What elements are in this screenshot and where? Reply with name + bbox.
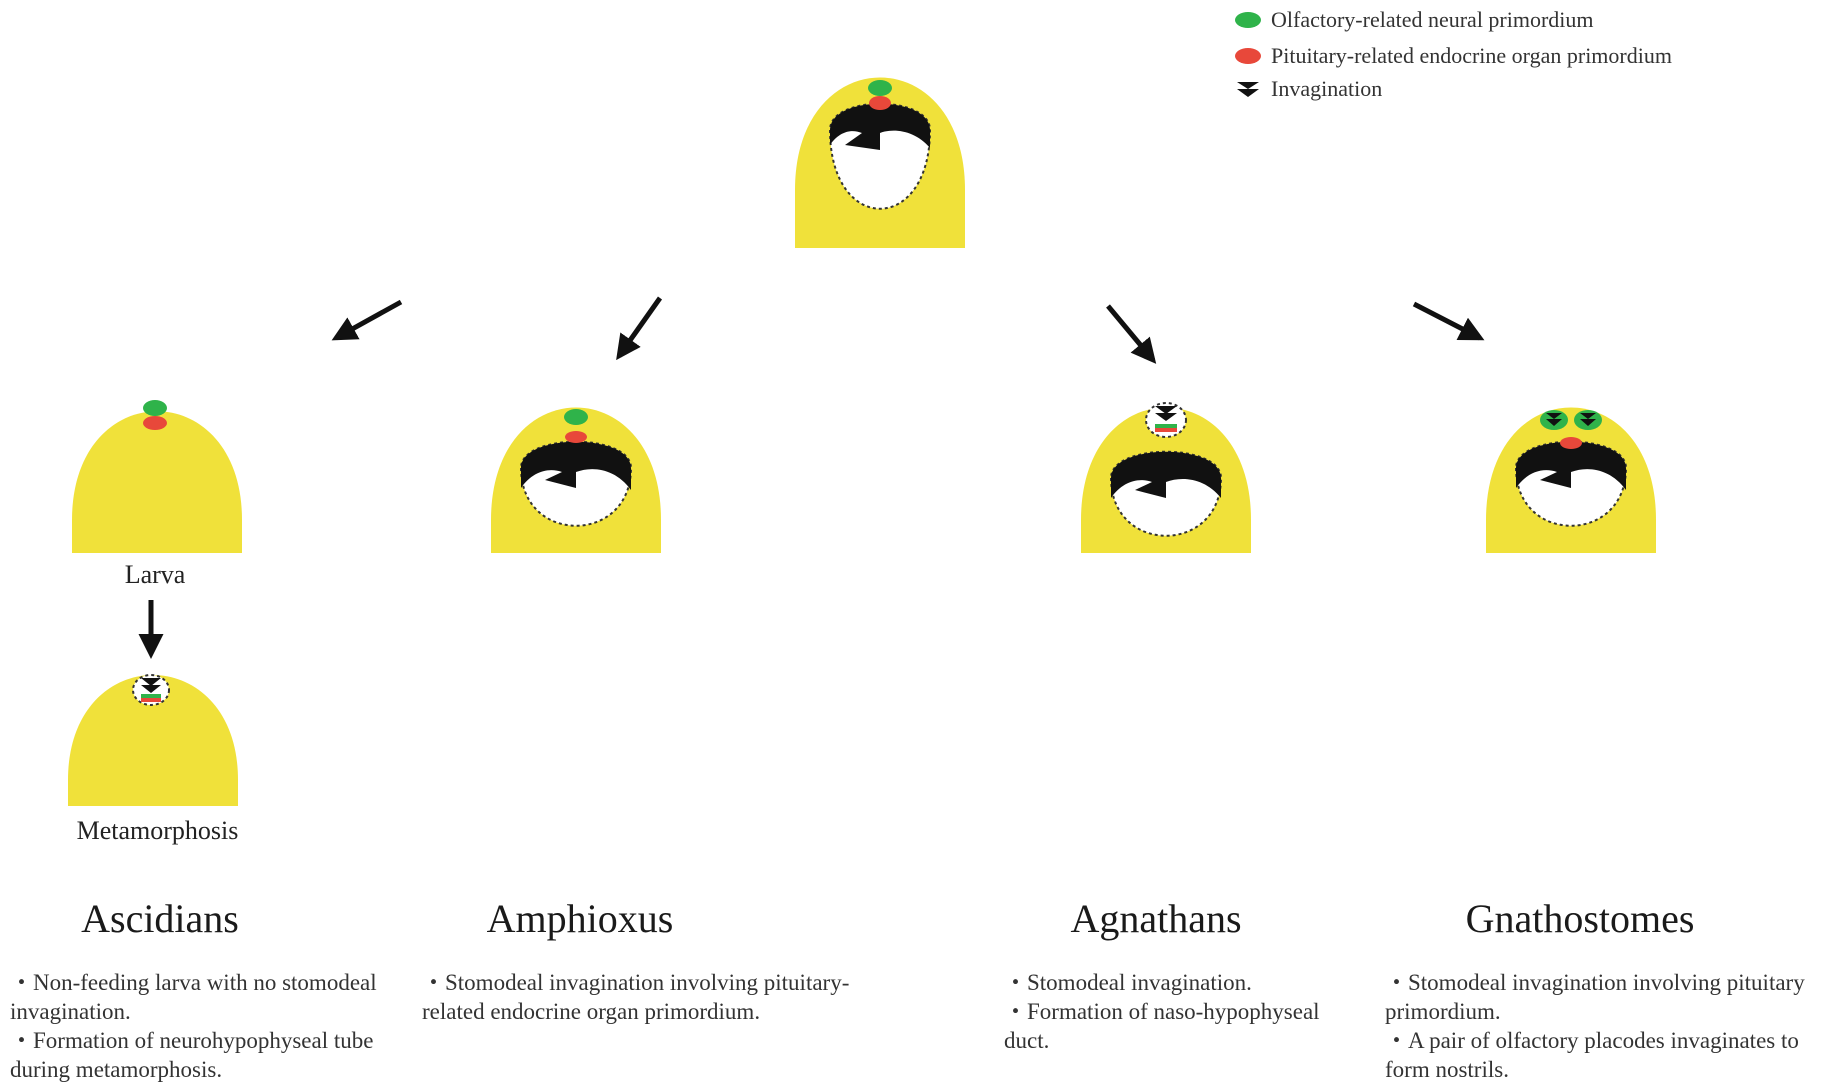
desc-point: ・Formation of neurohypophyseal tube duri…	[10, 1026, 420, 1084]
group-title-agnathans: Agnathans	[1036, 895, 1276, 942]
pituitary-primordium	[869, 96, 891, 110]
ascidian-metamorphosis-head	[68, 675, 238, 806]
desc-gnathostomes: ・Stomodeal invagination involving pituit…	[1385, 968, 1815, 1084]
gnathostome-head	[1486, 408, 1656, 554]
olfactory-primordium	[564, 409, 588, 425]
amphioxus-head	[491, 408, 661, 554]
group-title-gnathostomes: Gnathostomes	[1430, 895, 1730, 942]
legend-invagination-icon	[1237, 82, 1259, 97]
desc-point: ・Formation of naso-hypophyseal duct.	[1004, 997, 1359, 1055]
arrow-to-ascidians	[336, 302, 401, 338]
desc-ascidians: ・Non-feeding larva with no stomodeal inv…	[10, 968, 420, 1084]
legend-pituitary-swatch	[1235, 48, 1261, 64]
head-shape	[72, 411, 242, 553]
larva-caption: Larva	[100, 560, 210, 590]
arrow-to-agnathans	[1108, 306, 1153, 360]
legend-invagination-label: Invagination	[1271, 76, 1382, 102]
pituitary-primordium	[143, 416, 167, 430]
arrow-to-gnathostomes	[1414, 304, 1480, 338]
desc-agnathans: ・Stomodeal invagination. ・Formation of n…	[1004, 968, 1359, 1055]
arrow-to-amphioxus	[619, 298, 660, 356]
olfactory-primordium	[143, 400, 167, 416]
pituitary-primordium	[1560, 437, 1582, 449]
legend-invagination: Invagination	[1271, 76, 1382, 102]
desc-point: ・A pair of olfactory placodes invaginate…	[1385, 1026, 1815, 1084]
olfactory-primordium	[141, 694, 161, 698]
group-title-amphioxus: Amphioxus	[460, 895, 700, 942]
legend-pituitary-label: Pituitary-related endocrine organ primor…	[1271, 43, 1672, 69]
ancestor-head	[795, 78, 965, 249]
desc-amphioxus: ・Stomodeal invagination involving pituit…	[422, 968, 902, 1026]
pituitary-primordium	[565, 431, 587, 443]
olfactory-primordium	[868, 80, 892, 96]
desc-point: ・Non-feeding larva with no stomodeal inv…	[10, 968, 420, 1026]
desc-point: ・Stomodeal invagination involving pituit…	[1385, 968, 1815, 1026]
pituitary-primordium	[141, 698, 161, 702]
legend-olfactory-swatch	[1235, 12, 1261, 28]
desc-point: ・Stomodeal invagination involving pituit…	[422, 968, 902, 1026]
legend-olfactory-label: Olfactory-related neural primordium	[1271, 7, 1594, 33]
pituitary-primordium	[1155, 428, 1177, 432]
legend-pituitary: Pituitary-related endocrine organ primor…	[1271, 43, 1672, 69]
desc-point: ・Stomodeal invagination.	[1004, 968, 1359, 997]
legend-olfactory: Olfactory-related neural primordium	[1271, 7, 1594, 33]
olfactory-primordium	[1155, 424, 1177, 428]
agnathan-head	[1081, 403, 1251, 553]
ascidian-larva-head	[72, 400, 242, 553]
metamorphosis-caption: Metamorphosis	[50, 816, 265, 846]
group-title-ascidians: Ascidians	[40, 895, 280, 942]
